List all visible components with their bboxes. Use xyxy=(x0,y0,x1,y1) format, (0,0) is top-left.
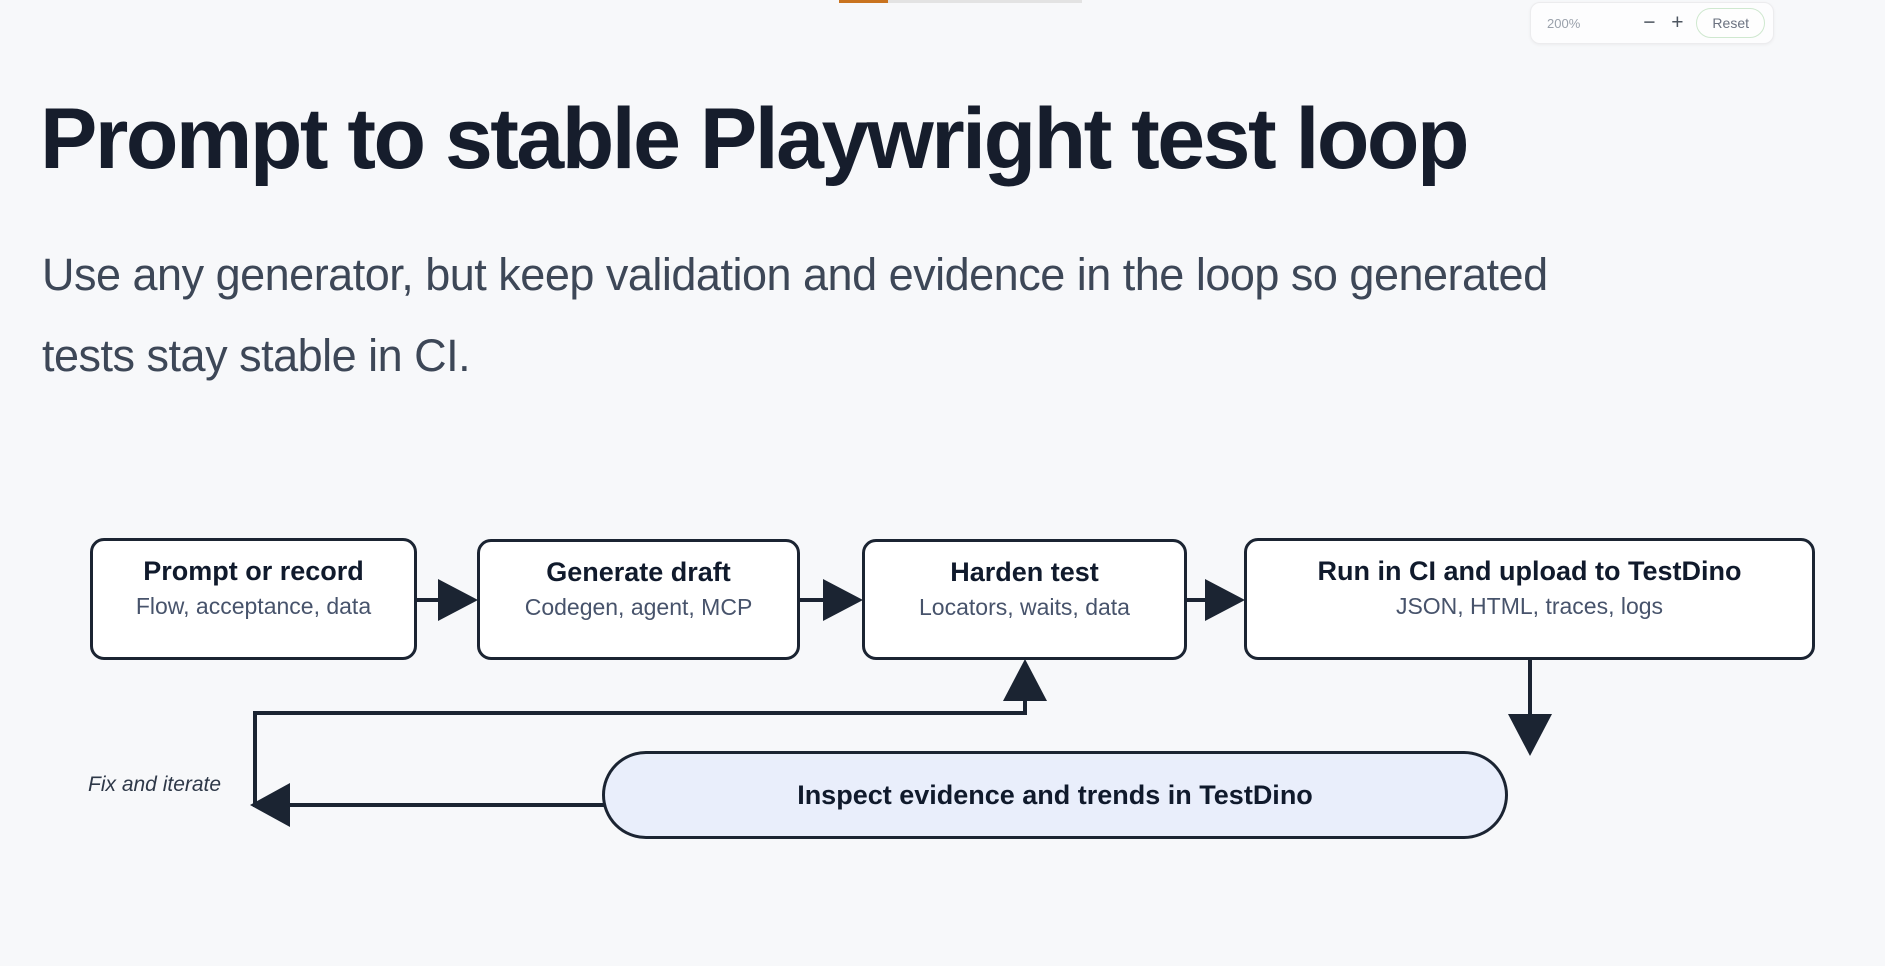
node-subtitle: Codegen, agent, MCP xyxy=(524,594,753,620)
loop-edge-label: Fix and iterate xyxy=(88,773,222,796)
zoom-in-button[interactable]: + xyxy=(1663,8,1691,38)
arrowhead-right-icon xyxy=(438,579,478,621)
feedback-line xyxy=(253,711,1027,715)
zoom-level-label: 200% xyxy=(1547,15,1581,31)
arrowhead-right-icon xyxy=(1205,579,1245,621)
node-subtitle: Flow, acceptance, data xyxy=(135,593,372,619)
top-progress-bar-filled xyxy=(839,0,888,3)
arrowhead-left-icon xyxy=(250,783,290,827)
page-title: Prompt to stable Playwright test loop xyxy=(40,91,1470,187)
node-title: Generate draft xyxy=(546,557,731,587)
node-subtitle: Locators, waits, data xyxy=(919,594,1130,620)
flow-node-harden-test: Harden test Locators, waits, data xyxy=(862,539,1187,660)
zoom-reset-button[interactable]: Reset xyxy=(1696,8,1765,38)
feedback-line xyxy=(1023,694,1027,714)
feedback-line xyxy=(288,803,604,807)
node-title: Prompt or record xyxy=(143,556,364,586)
connector-line xyxy=(1528,658,1532,716)
pill-label: Inspect evidence and trends in TestDino xyxy=(797,779,1313,810)
arrowhead-right-icon xyxy=(823,579,863,621)
top-progress-bar-track xyxy=(888,0,1082,3)
flow-node-run-in-ci: Run in CI and upload to TestDino JSON, H… xyxy=(1244,538,1815,660)
subtitle-line-2: tests stay stable in CI. xyxy=(42,330,471,381)
flow-node-prompt-or-record: Prompt or record Flow, acceptance, data xyxy=(90,538,417,660)
page-subtitle: Use any generator, but keep validation a… xyxy=(42,234,1548,396)
arrowhead-down-icon xyxy=(1508,714,1552,756)
feedback-line xyxy=(253,711,257,807)
flow-node-generate-draft: Generate draft Codegen, agent, MCP xyxy=(477,539,800,660)
connector-line xyxy=(798,598,828,602)
flow-node-inspect-evidence: Inspect evidence and trends in TestDino xyxy=(602,751,1508,839)
node-subtitle: JSON, HTML, traces, logs xyxy=(1395,593,1664,619)
subtitle-line-1: Use any generator, but keep validation a… xyxy=(42,249,1548,300)
node-title: Run in CI and upload to TestDino xyxy=(1317,556,1742,586)
connector-line xyxy=(415,598,443,602)
zoom-out-button[interactable]: − xyxy=(1635,8,1663,38)
connector-line xyxy=(1185,598,1211,602)
node-title: Harden test xyxy=(950,557,1099,587)
zoom-toolbar: 200% − + Reset xyxy=(1530,2,1774,44)
arrowhead-up-icon xyxy=(1003,659,1047,701)
